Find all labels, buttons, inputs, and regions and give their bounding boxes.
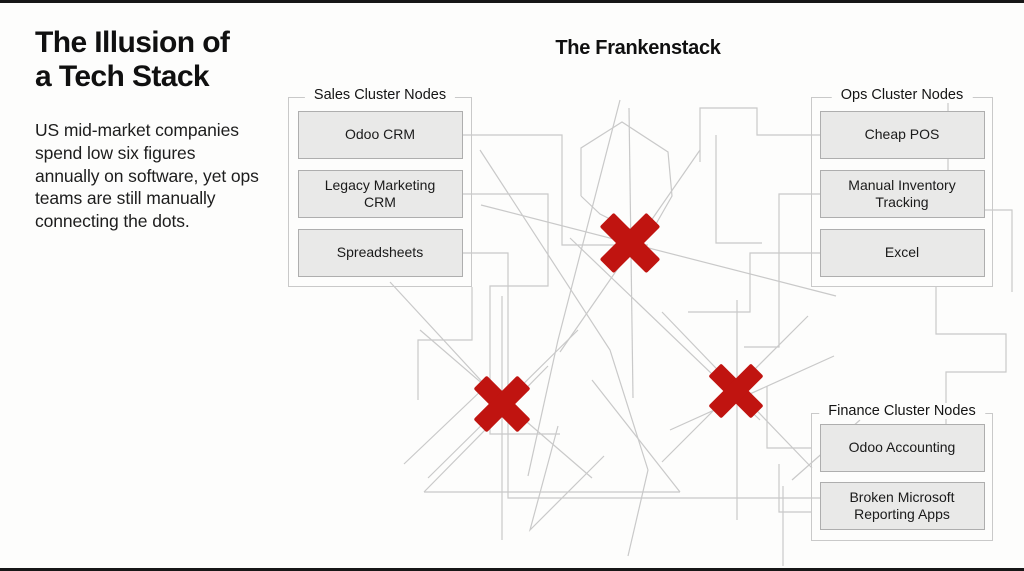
tangle-line <box>715 135 762 244</box>
bottom-edge-bar <box>0 568 1024 571</box>
tangle-line <box>580 121 673 239</box>
top-edge-bar <box>0 0 1024 3</box>
tangle-line <box>935 287 1007 468</box>
tangle-line <box>527 99 621 477</box>
tangle-line <box>389 281 487 387</box>
tangle-line <box>417 287 473 400</box>
tangle-line <box>778 464 811 513</box>
tangle-line <box>744 193 820 348</box>
diagram-title: The Frankenstack <box>555 37 721 59</box>
red-x-icon <box>600 213 660 273</box>
tangle-line <box>688 252 820 313</box>
ops-cluster-label: Ops Cluster Nodes <box>831 87 973 103</box>
intro-paragraph: US mid-market companies spend low six fi… <box>35 120 259 232</box>
tangle-line <box>403 385 487 465</box>
node-broken-microsoft-reporting-apps: Broken Microsoft Reporting Apps <box>819 482 985 530</box>
tangle-line <box>766 386 811 449</box>
node-spreadsheets: Spreadsheets <box>297 229 463 277</box>
tangle-line <box>528 425 605 533</box>
node-manual-inventory-tracking: Manual Inventory Tracking <box>819 170 985 218</box>
node-odoo-crm: Odoo CRM <box>297 111 463 159</box>
tangle-line <box>669 355 835 431</box>
tangle-line <box>479 149 649 471</box>
ops-cluster-nodes: Cheap POS Manual Inventory Tracking Exce… <box>812 98 992 277</box>
node-excel: Excel <box>819 229 985 277</box>
tangle-line <box>480 204 837 297</box>
intro-panel: The Illusion of a Tech Stack US mid-mark… <box>35 26 267 233</box>
red-x-icon <box>474 376 530 432</box>
finance-cluster-label: Finance Cluster Nodes <box>819 403 985 419</box>
sales-cluster-label: Sales Cluster Nodes <box>304 87 456 103</box>
finance-cluster: Finance Cluster Nodes Odoo Accounting Br… <box>811 403 993 541</box>
tangle-line <box>591 379 681 493</box>
node-cheap-pos: Cheap POS <box>819 111 985 159</box>
node-odoo-accounting: Odoo Accounting <box>819 424 985 472</box>
page-title: The Illusion of a Tech Stack <box>35 26 230 93</box>
ops-cluster: Ops Cluster Nodes Cheap POS Manual Inven… <box>811 87 993 287</box>
red-x-icon <box>709 364 763 418</box>
tangle-line <box>699 107 820 162</box>
finance-cluster-nodes: Odoo Accounting Broken Microsoft Reporti… <box>812 414 992 530</box>
node-legacy-marketing-crm: Legacy Marketing CRM <box>297 170 463 218</box>
tangle-line <box>627 469 649 557</box>
tangle-line <box>462 252 840 499</box>
sales-cluster: Sales Cluster Nodes Odoo CRM Legacy Mark… <box>288 87 472 287</box>
sales-cluster-nodes: Odoo CRM Legacy Marketing CRM Spreadshee… <box>289 98 471 277</box>
tangle-line <box>462 134 648 246</box>
